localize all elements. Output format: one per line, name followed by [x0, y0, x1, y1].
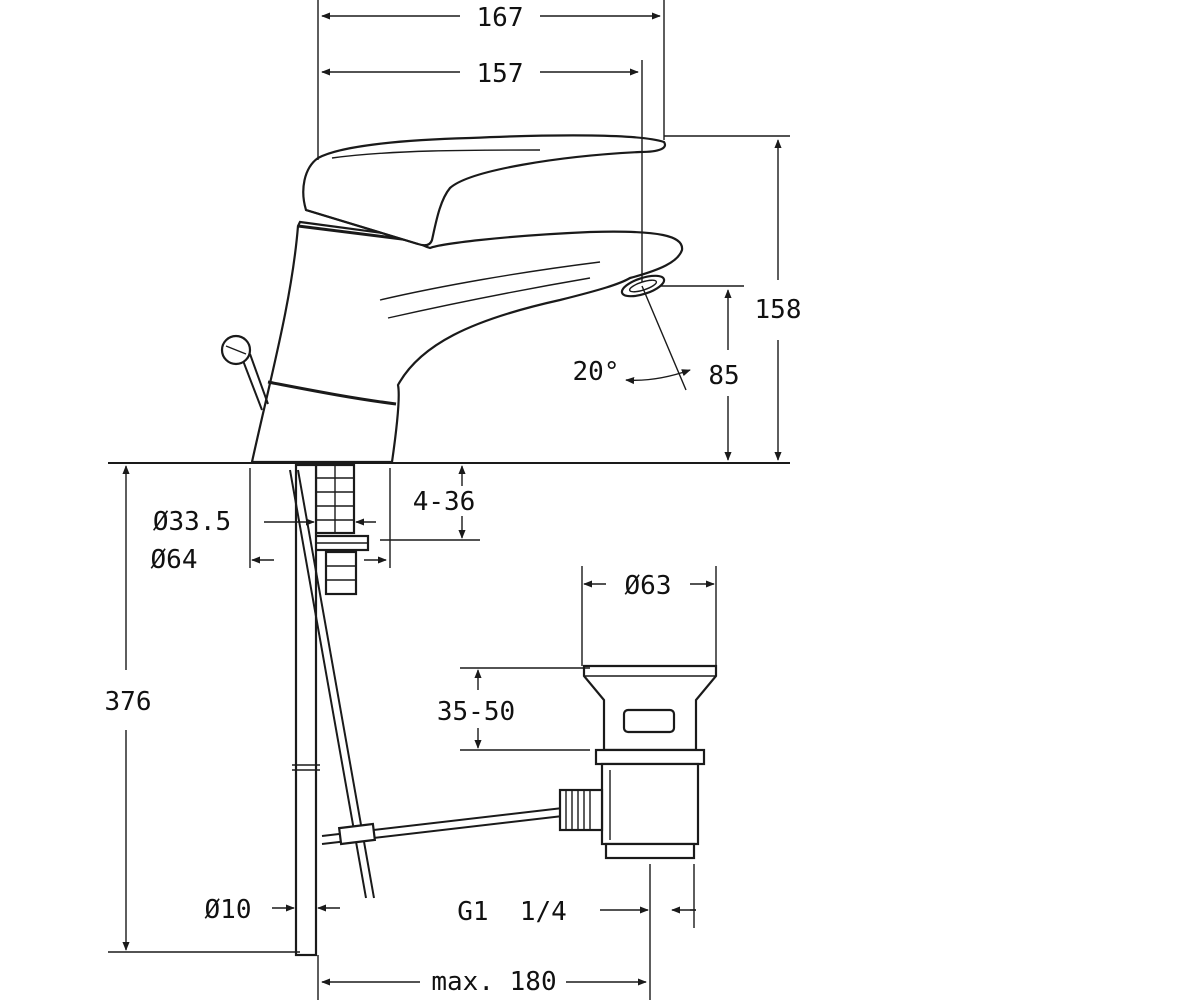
dimension-labels: 167 157 158 85 20° 4-36 Ø33.5 Ø64 Ø63 35…: [105, 3, 802, 997]
dim-376-label: 376: [105, 687, 152, 717]
dim-waste-diameter-label: Ø63: [625, 571, 672, 601]
lever-handle: [302, 134, 667, 247]
dim-thread-label: G1 1/4: [457, 897, 567, 927]
faucet-body: [250, 220, 684, 464]
dim-rod-label: Ø10: [205, 895, 252, 925]
dim-max-label: max. 180: [431, 967, 556, 997]
extension-lines: [108, 0, 790, 1000]
dim-157-label: 157: [477, 59, 524, 89]
dim-deck-label: 4-36: [413, 487, 476, 517]
popup-knob: [220, 334, 269, 411]
dim-angle-label: 20°: [573, 357, 620, 387]
dim-167-label: 167: [477, 3, 524, 33]
dim-85-label: 85: [708, 361, 739, 391]
dimension-lines: [122, 12, 782, 986]
dim-waste-adjust-label: 35-50: [437, 697, 515, 727]
dim-shank-label: Ø33.5: [153, 507, 231, 537]
dim-flange-label: Ø64: [151, 545, 198, 575]
waste-assembly: [558, 664, 718, 860]
mounting-assembly: [289, 463, 581, 957]
dim-158-label: 158: [755, 295, 802, 325]
